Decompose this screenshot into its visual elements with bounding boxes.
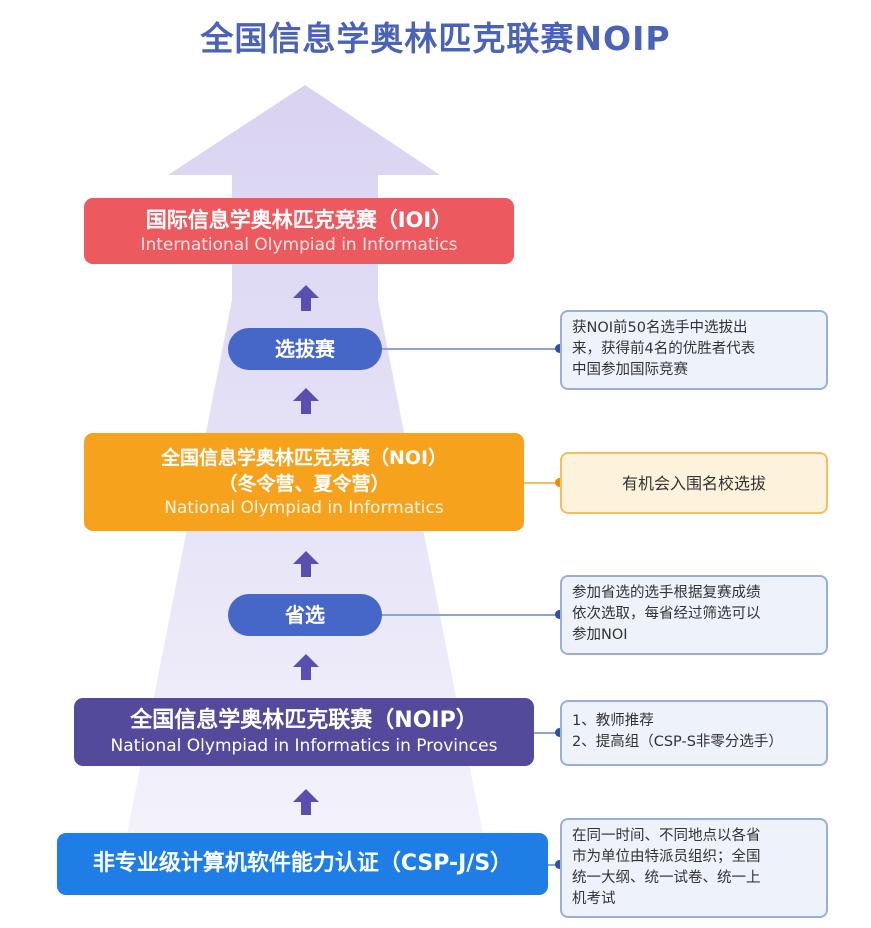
page-title: 全国信息学奥林匹克联赛NOIP bbox=[200, 19, 671, 58]
team-selection-note: 获NOI前50名选手中选拔出 来，获得前4名的优胜者代表 中国参加国际竞赛 bbox=[560, 310, 828, 390]
csp-note: 在同一时间、不同地点以各省 市为单位由特派员组织；全国 统一大纲、统一试卷、统一… bbox=[560, 818, 828, 918]
noip-note: 1、教师推荐 2、提高组（CSP-S非零分选手） bbox=[560, 700, 828, 766]
note-line: 2、提高组（CSP-S非零分选手） bbox=[572, 734, 783, 750]
connector-line bbox=[534, 732, 560, 734]
note-line: 中国参加国际竞赛 bbox=[572, 362, 688, 378]
connector-line bbox=[382, 348, 560, 350]
noip-box: 全国信息学奥林匹克联赛（NOIP） National Olympiad in I… bbox=[74, 698, 534, 766]
team-selection-pill: 选拔赛 bbox=[228, 328, 382, 370]
note-line: 依次选取，每省经过筛选可以 bbox=[572, 606, 761, 622]
noi-note: 有机会入围名校选拔 bbox=[560, 452, 828, 514]
connector-dot bbox=[555, 478, 564, 487]
ioi-box: 国际信息学奥林匹克竞赛（IOI） International Olympiad … bbox=[84, 198, 514, 264]
noip-title-en: National Olympiad in Informatics in Prov… bbox=[110, 736, 498, 756]
connector-line bbox=[548, 864, 560, 866]
note-line: 参加省选的选手根据复赛成绩 bbox=[572, 585, 761, 601]
connector-line bbox=[524, 482, 560, 484]
csp-box: 非专业级计算机软件能力认证（CSP-J/S） bbox=[57, 833, 548, 895]
provincial-selection-pill: 省选 bbox=[228, 594, 382, 636]
connector-line bbox=[382, 614, 560, 616]
ioi-title-cn: 国际信息学奥林匹克竞赛（IOI） bbox=[145, 208, 453, 232]
provincial-selection-note: 参加省选的选手根据复赛成绩 依次选取，每省经过筛选可以 参加NOI bbox=[560, 575, 828, 655]
connector-dot bbox=[555, 344, 564, 353]
up-arrow-icon bbox=[293, 285, 319, 311]
note-line: 获NOI前50名选手中选拔出 bbox=[572, 320, 748, 336]
up-arrow-icon bbox=[293, 654, 319, 680]
up-arrow-icon bbox=[293, 551, 319, 577]
ioi-title-en: International Olympiad in Informatics bbox=[140, 235, 458, 255]
connector-dot bbox=[555, 610, 564, 619]
note-line: 机考试 bbox=[572, 891, 616, 907]
note-line: 参加NOI bbox=[572, 627, 628, 643]
noi-subtitle-cn: （冬令营、夏令营） bbox=[218, 473, 390, 495]
noi-title-cn: 全国信息学奥林匹克竞赛（NOI） bbox=[160, 447, 448, 469]
csp-title-cn: 非专业级计算机软件能力认证（CSP-J/S） bbox=[92, 851, 513, 876]
connector-dot bbox=[555, 860, 564, 869]
note-line: 市为单位由特派员组织；全国 bbox=[572, 849, 761, 865]
connector-dot bbox=[555, 728, 564, 737]
noi-box: 全国信息学奥林匹克竞赛（NOI） （冬令营、夏令营） National Olym… bbox=[84, 433, 524, 531]
note-line: 来，获得前4名的优胜者代表 bbox=[572, 341, 756, 357]
noi-title-en: National Olympiad in Informatics bbox=[164, 498, 444, 518]
up-arrow-icon bbox=[293, 789, 319, 815]
note-line: 1、教师推荐 bbox=[572, 713, 654, 729]
up-arrow-icon bbox=[293, 388, 319, 414]
note-line: 在同一时间、不同地点以各省 bbox=[572, 828, 761, 844]
noip-title-cn: 全国信息学奥林匹克联赛（NOIP） bbox=[130, 708, 478, 733]
note-line: 有机会入围名校选拔 bbox=[621, 473, 766, 493]
note-line: 统一大纲、统一试卷、统一上 bbox=[572, 870, 761, 886]
